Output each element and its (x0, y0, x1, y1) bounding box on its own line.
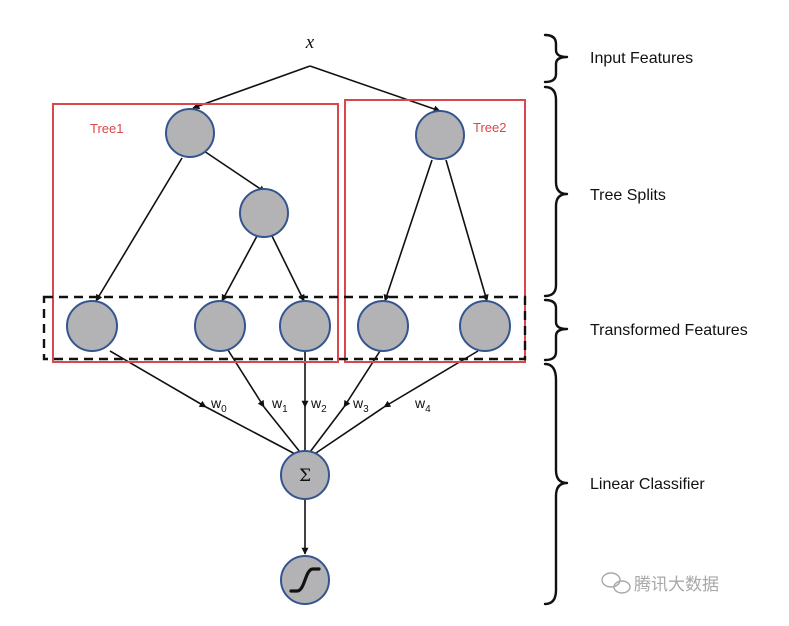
tree2-edges (383, 159, 489, 302)
edge-inner-leaf1 (221, 235, 258, 302)
section-label-transformed-features: Transformed Features (590, 322, 748, 339)
tree1-edges (95, 150, 305, 302)
section-label-tree-splits: Tree Splits (590, 187, 666, 204)
tree1-label: Tree1 (90, 121, 123, 136)
edge-root1-inner (203, 150, 266, 193)
transformed-features-box (42, 295, 527, 361)
edge-leaf1-w1 (227, 349, 265, 408)
weight-label-w0: w0 (210, 395, 227, 415)
tree2-box (344, 99, 526, 363)
edge-x-tree2-root (309, 65, 441, 113)
edge-leaf3-w3 (343, 350, 381, 408)
leaf-node (459, 300, 511, 352)
weight-label-w2: w2 (310, 395, 327, 415)
edge-root2-leaf4 (445, 159, 489, 302)
weight-label-w1: w1 (271, 395, 288, 415)
brace-splits (543, 85, 569, 298)
edge-w0-sum (205, 406, 298, 456)
edge-root1-leaf0 (95, 157, 183, 302)
edge-root2-leaf3 (383, 159, 433, 302)
edge-w3-sum (309, 406, 345, 453)
edge-w4-sum (312, 406, 385, 456)
sigmoid-icon (289, 567, 321, 593)
edge-inner-leaf2 (271, 235, 305, 302)
section-label-input-features: Input Features (590, 50, 693, 67)
sum-node (280, 450, 330, 500)
input-edges (192, 65, 441, 113)
edge-leaf0-w0 (109, 350, 207, 408)
tree2-root-node (415, 110, 465, 160)
watermark-text: 腾讯大数据 (634, 575, 719, 595)
brace-input (543, 33, 569, 84)
input-symbol: x (305, 32, 315, 53)
leaf-node (66, 300, 118, 352)
section-braces (543, 33, 569, 606)
weight-label-w3: w3 (352, 395, 369, 415)
tree1-box (52, 103, 339, 363)
brace-classifier (543, 362, 569, 606)
weight-label-w4: w4 (414, 395, 431, 415)
edge-leaf4-w4 (383, 350, 479, 408)
edge-x-tree1-root (192, 65, 311, 110)
tree1-inner-node (239, 188, 289, 238)
nodes (66, 108, 511, 605)
tree1-root-node (165, 108, 215, 158)
edge-w1-sum (263, 406, 301, 453)
leaf-node (279, 300, 331, 352)
tree2-label: Tree2 (473, 120, 506, 135)
brace-transformed (543, 298, 569, 362)
leaf-node (194, 300, 246, 352)
wechat-icon (601, 572, 631, 594)
weight-labels: w0 w1 w2 w3 w4 (210, 395, 431, 415)
classifier-edges (109, 349, 479, 555)
leaf-node (357, 300, 409, 352)
sum-symbol: Σ (299, 466, 311, 486)
watermark: 腾讯大数据 (601, 572, 719, 595)
section-label-linear-classifier: Linear Classifier (590, 476, 705, 493)
